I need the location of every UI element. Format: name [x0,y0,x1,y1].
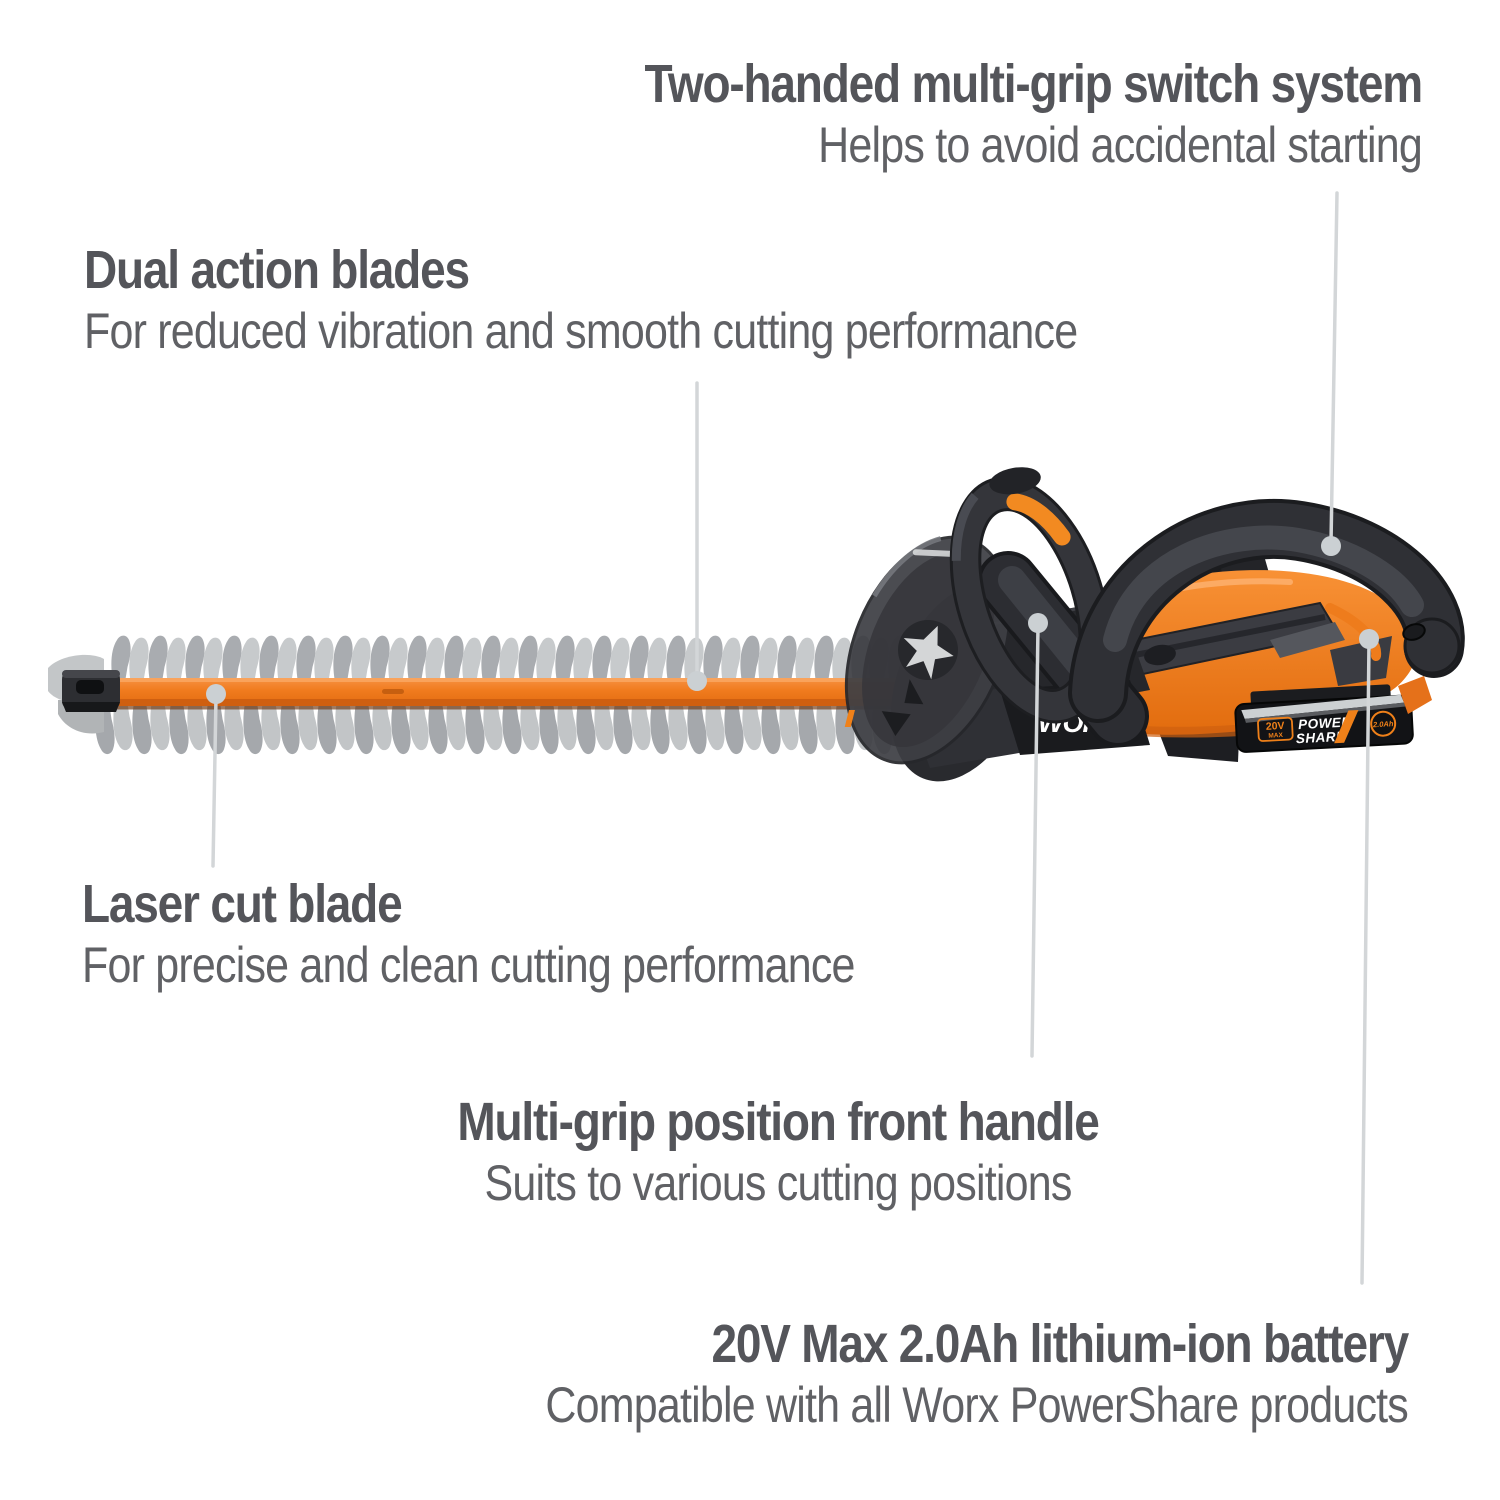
blade-tooth [613,702,633,755]
blade-tooth [724,702,744,755]
blade-tooth [391,702,411,755]
blade-tooth [761,702,781,755]
blade-tooth [462,637,482,684]
blade-tooth [465,702,485,755]
battery-power: POWER [1298,714,1352,732]
leader-line-switch [1329,191,1339,545]
callout-laser-cut-blade: Laser cut blade For precise and clean cu… [82,872,855,996]
blade-tooth [333,635,353,682]
blade-tooth [388,637,408,684]
blade-tooth [296,635,316,682]
battery-pack: 20V MAX POWER SHARE 2.0Ah [1234,684,1414,753]
leader-line-battery [1360,640,1371,1285]
callout-battery-title: 20V Max 2.0Ah lithium-ion battery [711,1313,1409,1374]
callout-battery: 20V Max 2.0Ah lithium-ion battery Compat… [545,1312,1409,1436]
leader-dot-handle [1028,613,1048,633]
blade-tooth [647,637,667,684]
blade-tooth [166,637,186,684]
rear-handle [1068,499,1465,723]
blade-tooth [610,637,630,684]
battery-capacity: 2.0Ah [1372,719,1394,729]
callout-dual-action-blades: Dual action blades For reduced vibration… [84,238,1078,362]
blade-tooth [555,635,575,682]
callout-blades-subtitle: For reduced vibration and smooth cutting… [84,304,1078,361]
blade-tooth [481,635,501,682]
blade-tooth [407,635,427,682]
blade-tooth [536,637,556,684]
blade-tooth [185,635,205,682]
battery-label: 20V MAX POWER SHARE 2.0Ah [1257,709,1397,747]
blade-tooth [502,702,522,755]
blade-tooth [539,702,559,755]
blade-tooth [650,702,670,755]
blade-tooth [280,702,300,755]
leader-dot-battery [1359,629,1379,649]
blade-tooth [499,637,519,684]
callout-switch-subtitle: Helps to avoid accidental starting [818,118,1423,175]
blade-tooth [777,635,797,682]
blade-tooth [317,702,337,755]
callout-laser-title: Laser cut blade [82,873,403,934]
guard-hub-star [903,625,954,680]
callout-switch-title: Two-handed multi-grip switch system [644,53,1423,114]
blade-tooth [666,635,686,682]
blade-tooth [132,702,152,755]
callout-battery-subtitle: Compatible with all Worx PowerShare prod… [545,1378,1408,1435]
blade-tooth [687,702,707,755]
callout-handle-subtitle: Suits to various cutting positions [484,1156,1072,1213]
blade-tooth [259,635,279,682]
blade-tooth [703,635,723,682]
callout-handle-title: Multi-grip position front handle [457,1091,1099,1152]
leader-dot-blades [687,671,707,691]
blade-tooth [425,637,445,684]
blade-tooth [222,635,242,682]
blade-tooth [592,635,612,682]
leader-dot-switch [1321,536,1341,556]
callout-front-handle: Multi-grip position front handle Suits t… [378,1090,1178,1214]
blade-tooth [351,637,371,684]
blade-tooth [740,635,760,682]
blade-tooth [428,702,448,755]
blade-tooth [518,635,538,682]
callout-blades-title: Dual action blades [84,239,470,300]
blade-tooth [129,637,149,684]
blade-tooth [354,702,374,755]
leader-line-handle [1030,624,1040,1058]
blade-tooth [370,635,390,682]
blade-tooth [758,637,778,684]
blade-tooth [795,637,815,684]
front-handle-grip-accent [1006,493,1071,546]
blade-tooth [203,637,223,684]
blade-tooth [148,635,168,682]
callout-switch-system: Two-handed multi-grip switch system Help… [644,52,1423,176]
blade-tooth [721,637,741,684]
blade-tooth [314,637,334,684]
blade-tooth [814,635,834,682]
blade-tooth [243,702,263,755]
callout-laser-subtitle: For precise and clean cutting performanc… [82,938,855,995]
leader-dot-laser [206,684,226,704]
blade-tooth [277,637,297,684]
blade-tooth [573,637,593,684]
blade-tooth [798,702,818,755]
blade-tooth [240,637,260,684]
blade-tooth [169,702,189,755]
blade-end-cap [62,670,120,712]
leader-line-laser [211,695,218,868]
battery-max: MAX [1268,732,1283,740]
blade-tooth [576,702,596,755]
battery-share: SHARE [1295,729,1346,747]
blade [48,635,984,755]
blade-tooth [444,635,464,682]
battery-voltage: 20V [1266,720,1285,733]
blade-tooth [629,635,649,682]
